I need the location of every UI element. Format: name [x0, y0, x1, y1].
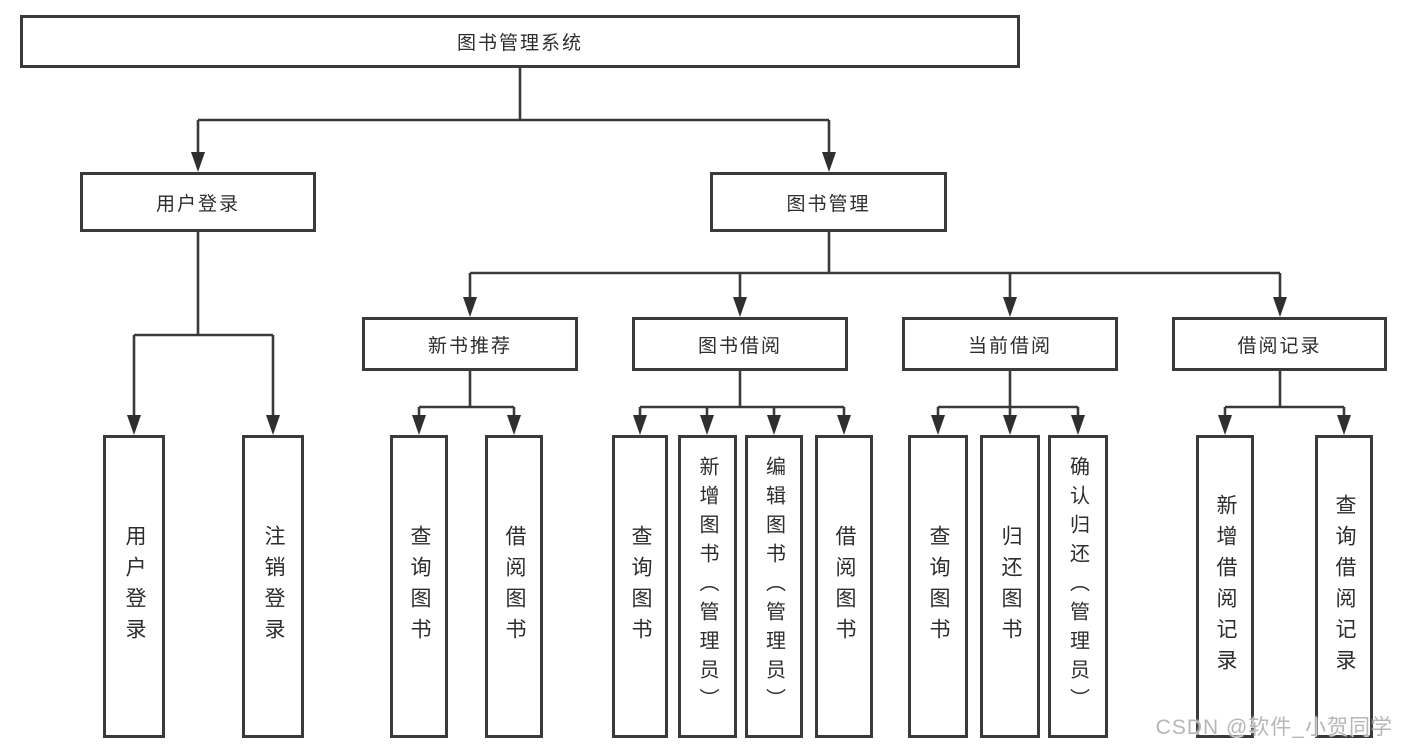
leaf-br-add-borrow-record: 新增借阅记录: [1196, 435, 1254, 738]
leaf-logout: 注销登录: [242, 435, 304, 738]
leaf-user-login: 用户登录: [103, 435, 165, 738]
leaf-cb-query-books: 查询图书: [908, 435, 968, 738]
node-book-borrow: 图书借阅: [632, 317, 848, 371]
leaf-cb-return-books: 归还图书: [980, 435, 1040, 738]
csdn-watermark: CSDN @软件_小贺同学: [1155, 716, 1393, 739]
leaf-bb-query-books: 查询图书: [612, 435, 668, 738]
node-book-management: 图书管理: [710, 172, 947, 232]
node-borrow-records: 借阅记录: [1172, 317, 1387, 371]
leaf-bb-add-book-admin: 新增图书（管理员）: [678, 435, 737, 738]
node-current-borrow: 当前借阅: [902, 317, 1118, 371]
node-new-book-recommend: 新书推荐: [362, 317, 578, 371]
leaf-br-query-borrow-record: 查询借阅记录: [1315, 435, 1373, 738]
leaf-cb-confirm-return-admin: 确认归还（管理员）: [1048, 435, 1108, 738]
node-root: 图书管理系统: [20, 15, 1020, 68]
leaf-nb-borrow-books: 借阅图书: [485, 435, 543, 738]
leaf-nb-query-books: 查询图书: [390, 435, 448, 738]
leaf-bb-edit-book-admin: 编辑图书（管理员）: [745, 435, 803, 738]
leaf-bb-borrow-books: 借阅图书: [815, 435, 873, 738]
node-user-login: 用户登录: [80, 172, 316, 232]
